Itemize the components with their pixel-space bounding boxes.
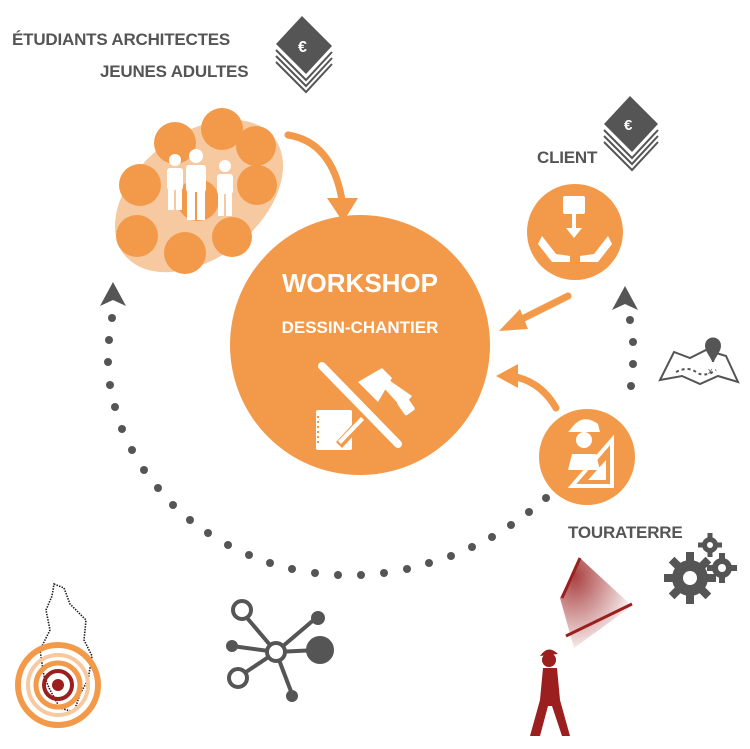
money-stack-icon: € — [275, 16, 333, 94]
touraterre-label: TOURATERRE — [568, 523, 683, 542]
cycle-arrowhead-right — [612, 286, 638, 310]
gears-icon — [664, 533, 737, 604]
map-pin-icon: x — [658, 337, 740, 386]
arrow-client-to-workshop — [516, 292, 572, 324]
workshop-circle — [230, 215, 490, 475]
drafting-tools-icon — [318, 362, 415, 448]
money-stack-icon: € — [603, 96, 659, 172]
notebook-pencil-icon — [316, 410, 368, 450]
svg-text:€: € — [624, 117, 633, 134]
workshop-subtitle: DESSIN-CHANTIER — [281, 318, 439, 337]
people-group-icon — [167, 149, 233, 220]
corsica-map-icon — [15, 582, 101, 728]
svg-text:x: x — [708, 366, 713, 376]
cycle-arrowhead-left — [100, 282, 126, 306]
students-label-line1: ÉTUDIANTS ARCHITECTES — [12, 30, 231, 49]
builder-icon — [567, 419, 614, 488]
dotted-cycle-path — [104, 314, 637, 579]
arrow-students-to-workshop — [284, 131, 346, 204]
svg-text:€: € — [298, 39, 307, 56]
pedestrian-icon — [530, 557, 633, 736]
students-label-line2: JEUNES ADULTES — [100, 62, 249, 81]
client-label: CLIENT — [537, 148, 598, 167]
workshop-title: WORKSHOP — [282, 268, 438, 298]
hands-giving-icon — [538, 196, 612, 262]
network-icon — [226, 599, 334, 702]
